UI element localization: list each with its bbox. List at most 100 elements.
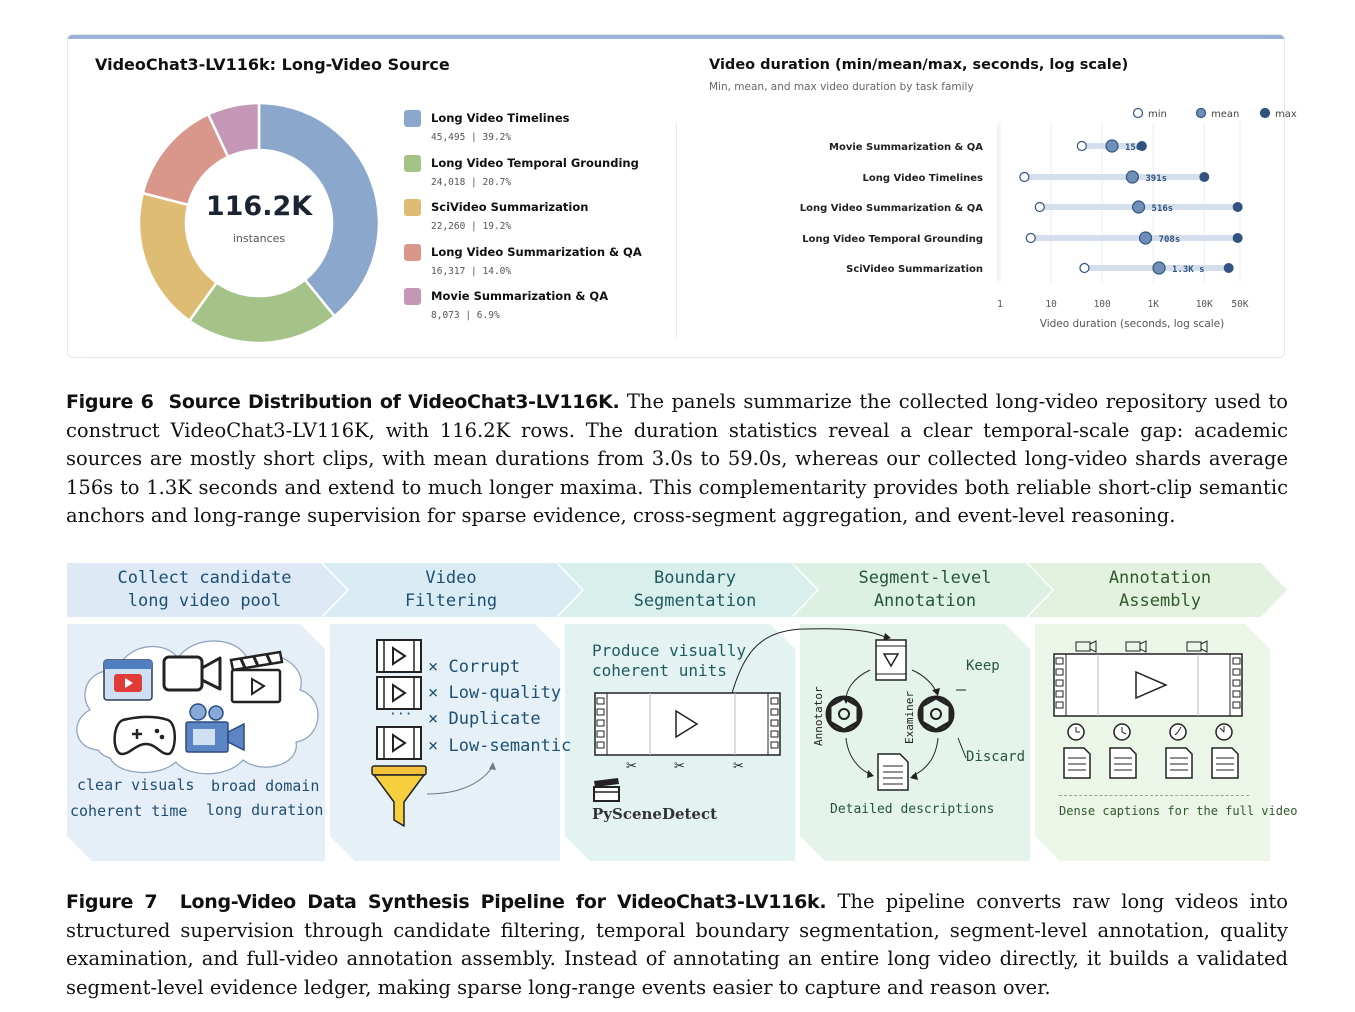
legend-pct: 20.7% — [482, 177, 512, 188]
boundary-film-strip: ✂ ✂ ✂ — [594, 628, 891, 774]
mean-value-label: 391s — [1145, 174, 1167, 184]
max-point — [1232, 202, 1243, 212]
film-frame-icon — [376, 726, 422, 760]
caption-title: Source Distribution of VideoChat3-LV116K… — [168, 391, 620, 413]
legend-label: Long Video Timelines — [431, 111, 570, 125]
legend-count: 8,073 — [431, 310, 460, 321]
clock-icon — [1169, 723, 1187, 741]
legend-sub: 24,018 | 20.7% — [431, 177, 512, 188]
svg-text:✂: ✂ — [626, 759, 637, 774]
stage-assembly: Annotation Assembly — [1045, 563, 1275, 617]
annotator-label: Annotator — [812, 686, 825, 746]
clock-icon — [1215, 723, 1233, 741]
min-point — [1019, 171, 1030, 183]
legend-swatch — [404, 244, 421, 261]
scissors-icon: ✂ — [674, 759, 685, 774]
stage-title-line1: Video — [425, 568, 477, 588]
figure6-panel: VideoChat3-LV116k: Long-Video Source 116… — [67, 34, 1297, 358]
duration-chart-subtitle: Min, mean, and max video duration by tas… — [709, 81, 974, 93]
mean-value-label: 516s — [1152, 204, 1174, 214]
stage-arrow — [67, 563, 347, 617]
stage-title-line2: Segmentation — [633, 591, 757, 611]
duration-chart-title: Video duration (min/mean/max, seconds, l… — [709, 57, 1129, 73]
film-strip-icon — [1053, 653, 1243, 717]
stage-segment: Segment-level Annotation — [810, 563, 1040, 617]
openai-examiner-icon — [917, 695, 955, 733]
film-strip-icon — [594, 692, 781, 756]
svg-text:✂: ✂ — [674, 759, 685, 774]
legend-swatch — [404, 155, 421, 172]
legend-pct: 19.2% — [482, 221, 512, 232]
category-label: Long Video Timelines — [863, 173, 983, 184]
filter-criterion: × Corrupt — [428, 657, 521, 677]
filter-criterion: × Low-quality — [428, 683, 562, 703]
legend-marker — [1259, 107, 1271, 119]
mean-value-label: 708s — [1159, 235, 1181, 245]
stage-title-line2: long video pool — [127, 591, 282, 611]
caption-text: The panels summarize the collected long-… — [66, 390, 1288, 527]
min-point — [1025, 232, 1036, 244]
stage-card — [800, 624, 1030, 861]
camera-mini-icon — [1125, 640, 1147, 653]
min-point — [1034, 201, 1045, 213]
pipeline-header-arrows — [67, 563, 1287, 617]
stage-arrow — [793, 563, 1052, 617]
funnel-icon — [371, 765, 427, 827]
keep-label: Keep — [966, 658, 1000, 674]
clock-icon — [1067, 723, 1085, 741]
assembly-illustration — [1053, 640, 1243, 779]
legend-sub: 16,317 | 14.0% — [431, 266, 512, 277]
candidate-pool-cloud — [76, 640, 319, 775]
clock-icon — [1113, 723, 1131, 741]
movie-projector-icon — [185, 703, 245, 753]
stage-title-line1: Annotation — [1108, 568, 1212, 588]
legend-pct: 39.2% — [482, 132, 512, 143]
category-label: Movie Summarization & QA — [829, 142, 983, 153]
legend-count: 16,317 — [431, 266, 466, 277]
filter-dots: ··· — [389, 707, 413, 722]
legend-pct: 14.0% — [482, 266, 512, 277]
legend-label: mean — [1211, 109, 1239, 120]
mean-point — [1152, 261, 1166, 275]
min-point — [1079, 262, 1090, 274]
dense-captions-label: Dense captions for the full video — [1059, 804, 1298, 818]
stage-collect: Collect candidate long video pool — [67, 563, 342, 617]
legend-marker — [1132, 107, 1144, 119]
category-label: Long Video Summarization & QA — [800, 203, 984, 214]
collect-criterion: broad domain — [211, 777, 320, 795]
donut-slice — [257, 101, 381, 319]
stage-title-line2: Annotation — [873, 591, 977, 611]
legend-label: Long Video Temporal Grounding — [431, 156, 639, 170]
stage-boundary: Boundary Segmentation — [575, 563, 815, 617]
document-icon — [1063, 747, 1091, 779]
collect-criterion: coherent time — [70, 802, 188, 820]
category-label: SciVideo Summarization — [846, 264, 983, 275]
svg-text:✂: ✂ — [733, 759, 744, 774]
donut-chart — [137, 101, 381, 345]
x-tick-label: 1K — [1147, 299, 1159, 310]
donut-center-value: 116.2K — [205, 191, 313, 222]
clapperboard-icon — [593, 778, 620, 802]
openai-annotator-icon — [825, 695, 863, 733]
filter-criterion: × Low-semantic — [428, 736, 572, 756]
x-tick-label: 50K — [1231, 299, 1248, 310]
x-tick-label: 1 — [997, 299, 1003, 310]
filter-film-icons — [371, 639, 427, 827]
stage-title-line1: Boundary — [654, 568, 736, 588]
max-point — [1232, 233, 1243, 243]
x-tick-label: 100 — [1094, 299, 1111, 310]
stage-title-line2: Filtering — [404, 591, 498, 611]
legend-sub: 45,495 | 39.2% — [431, 132, 512, 143]
filter-arrow — [426, 762, 496, 795]
camera-mini-icon — [1075, 640, 1097, 653]
document-icon — [1109, 747, 1137, 779]
max-point — [1223, 263, 1234, 273]
legend-swatch — [404, 110, 421, 127]
stage-filtering: Video Filtering — [340, 563, 562, 617]
video-camera-icon — [162, 655, 222, 692]
stage-title-line2: Assembly — [1119, 591, 1201, 611]
browser-video-icon — [103, 659, 153, 701]
mean-value-label: 156s — [1125, 143, 1147, 153]
stage-arrow — [323, 563, 582, 617]
